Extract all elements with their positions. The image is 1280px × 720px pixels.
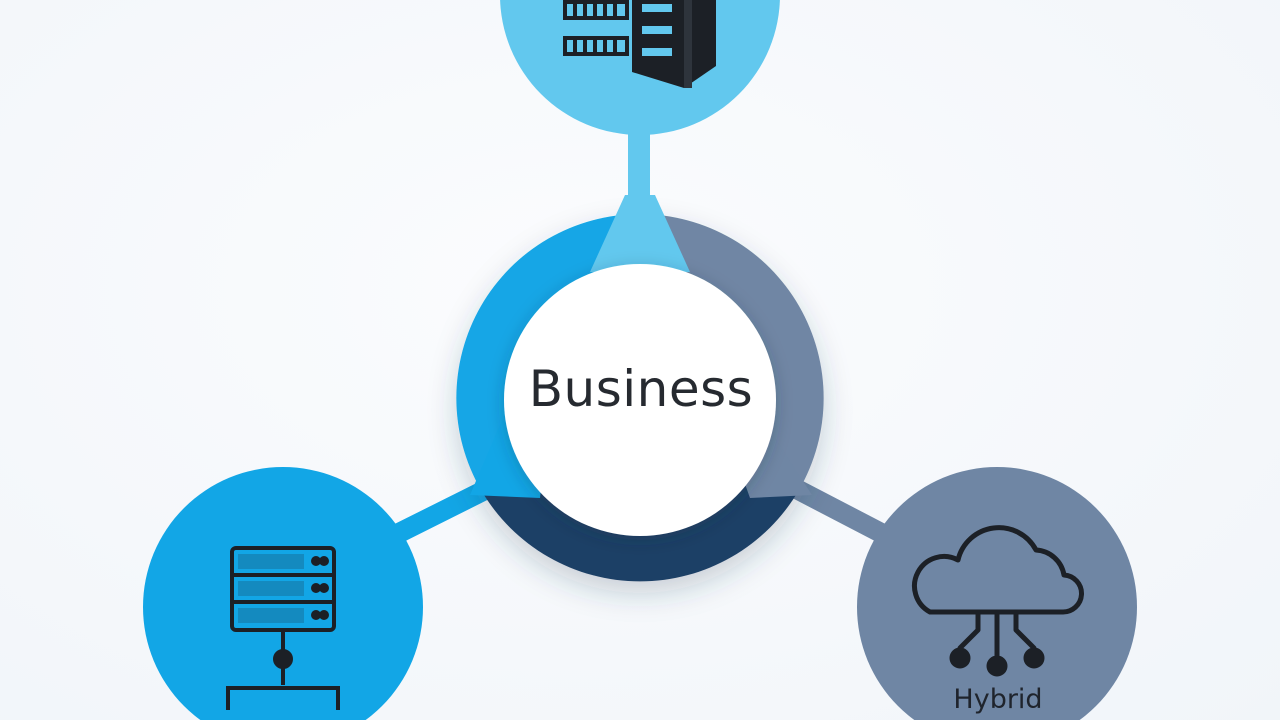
center-circle <box>504 264 776 536</box>
node-left-circle <box>143 467 423 720</box>
server-rack-icon <box>226 546 340 710</box>
node-right-circle <box>857 467 1137 720</box>
office-building-icon <box>563 0 629 56</box>
center-label: Business <box>528 360 754 418</box>
node-left <box>143 467 423 720</box>
node-top <box>500 0 780 135</box>
tower-building-icon <box>632 0 716 88</box>
left-wedge <box>470 420 545 498</box>
node-right-label: Hybrid <box>953 684 1043 715</box>
node-right <box>857 467 1137 720</box>
top-wedge <box>590 195 690 272</box>
cloud-network-icon <box>911 525 1085 677</box>
